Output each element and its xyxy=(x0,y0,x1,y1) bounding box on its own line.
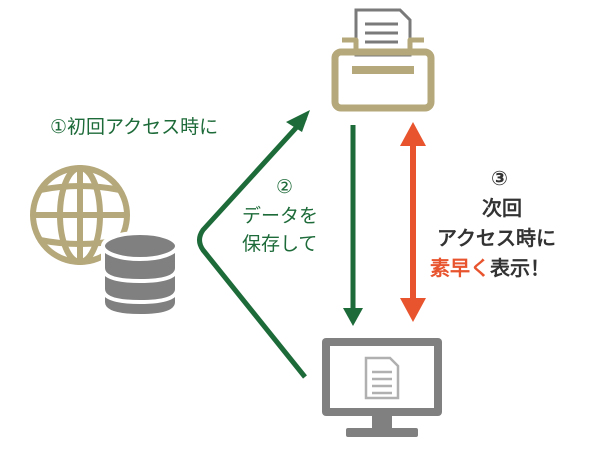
globe-icon xyxy=(30,165,130,265)
printer-icon xyxy=(331,8,435,112)
store-arrow xyxy=(343,125,363,326)
step3-line1: 次回 xyxy=(482,196,522,220)
database-icon xyxy=(101,231,179,319)
fast-display-arrow xyxy=(400,122,426,322)
request-arrow xyxy=(197,110,310,379)
step2-line1: データを xyxy=(242,205,319,227)
step2-line2: 保存して xyxy=(242,233,318,255)
step3-line3: 素早く表示！ xyxy=(430,256,550,281)
monitor-icon xyxy=(322,338,442,437)
step3-line2: アクセス時に xyxy=(437,226,556,250)
step1-label: ①初回アクセス時に xyxy=(50,116,219,138)
step3-rest: 表示！ xyxy=(490,256,550,280)
step3-number: ③ xyxy=(491,166,508,190)
step3-highlight: 素早く xyxy=(430,256,490,280)
step2-number: ② xyxy=(276,176,294,198)
